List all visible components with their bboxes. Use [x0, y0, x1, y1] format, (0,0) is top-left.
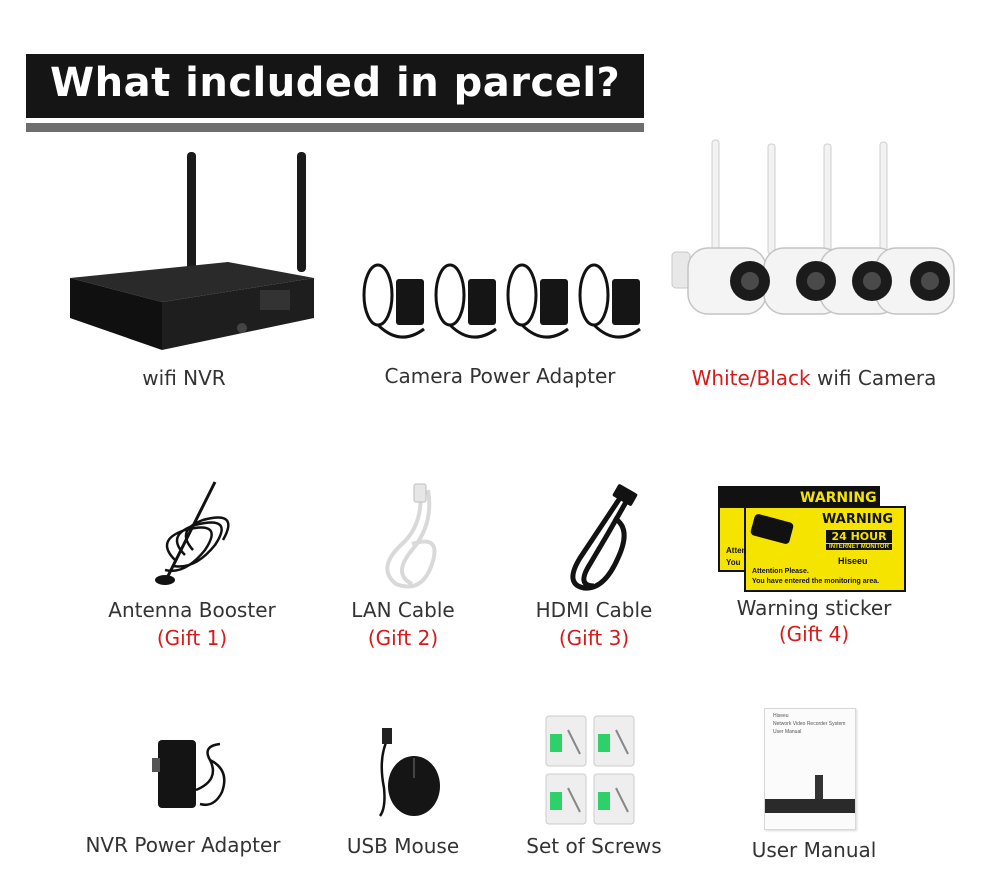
sticker-front: WARNING 24 HOUR INTERNET MONITOR Hiseeu …: [744, 506, 906, 592]
antenna-gift: (Gift 1): [156, 626, 228, 650]
lan-cable-illustration: [385, 483, 437, 589]
nvr-illustration: [70, 152, 314, 350]
manual-cover-line3: User Manual: [773, 729, 802, 735]
sticker-line2: You have entered the monitoring area.: [752, 578, 880, 585]
sticker-front-sub: 24 HOUR: [826, 530, 892, 543]
sticker-brand: Hiseeu: [838, 556, 868, 566]
nvr-adapter-label: NVR Power Adapter: [85, 833, 281, 857]
manual-cover-band: [765, 799, 855, 813]
sticker-back-title: WARNING: [798, 490, 879, 506]
page-title: What included in parcel?: [50, 60, 621, 106]
antenna-label-text: Antenna Booster: [108, 598, 276, 622]
camera-label-rest: wifi Camera: [810, 366, 937, 390]
manual-label: User Manual: [751, 838, 877, 862]
hdmi-label-text: HDMI Cable: [535, 598, 653, 622]
sticker-line1: Attention Please.: [752, 568, 809, 575]
title-banner: What included in parcel?: [26, 54, 644, 132]
sticker-front-sub2: INTERNET MONITOR: [826, 544, 892, 550]
cameras-illustration: [671, 139, 955, 315]
nvr-label: wifi NVR: [142, 366, 226, 390]
antenna-label: Antenna Booster (Gift 1): [92, 598, 292, 650]
mouse-label: USB Mouse: [346, 834, 460, 858]
title-underline: [26, 123, 644, 132]
camera-adapter-label: Camera Power Adapter: [384, 364, 616, 388]
sticker-back-text1: Atten: [726, 546, 747, 555]
lan-label-text: LAN Cable: [351, 598, 455, 622]
sticker-gift: (Gift 4): [778, 622, 850, 646]
sticker-front-title: WARNING: [822, 512, 894, 527]
hdmi-gift: (Gift 3): [558, 626, 630, 650]
manual-cover: Hiseeu Network Video Recorder System Use…: [764, 708, 856, 830]
mouse-illustration: [378, 728, 440, 817]
nvr-adapter-illustration: [152, 740, 226, 808]
camera-label: White/Black wifi Camera: [668, 366, 960, 390]
screws-illustration: [545, 715, 635, 825]
antenna-illustration: [155, 481, 230, 585]
sticker-camera-icon: [749, 513, 795, 545]
sticker-back-text2: You: [726, 558, 741, 567]
screws-label: Set of Screws: [526, 834, 662, 858]
hdmi-cable-illustration: [570, 484, 638, 591]
manual-cover-line2: Network Video Recorder System: [773, 721, 846, 727]
lan-gift: (Gift 2): [367, 626, 439, 650]
manual-cover-line1: Hiseeu: [773, 713, 789, 719]
camera-label-color: White/Black: [691, 366, 811, 390]
lan-label: LAN Cable (Gift 2): [303, 598, 503, 650]
manual-cover-mark: [815, 775, 823, 811]
sticker-label-text: Warning sticker: [736, 596, 892, 620]
sticker-label: Warning sticker (Gift 4): [714, 596, 914, 646]
camera-adapters-illustration: [362, 263, 641, 339]
hdmi-label: HDMI Cable (Gift 3): [494, 598, 694, 650]
